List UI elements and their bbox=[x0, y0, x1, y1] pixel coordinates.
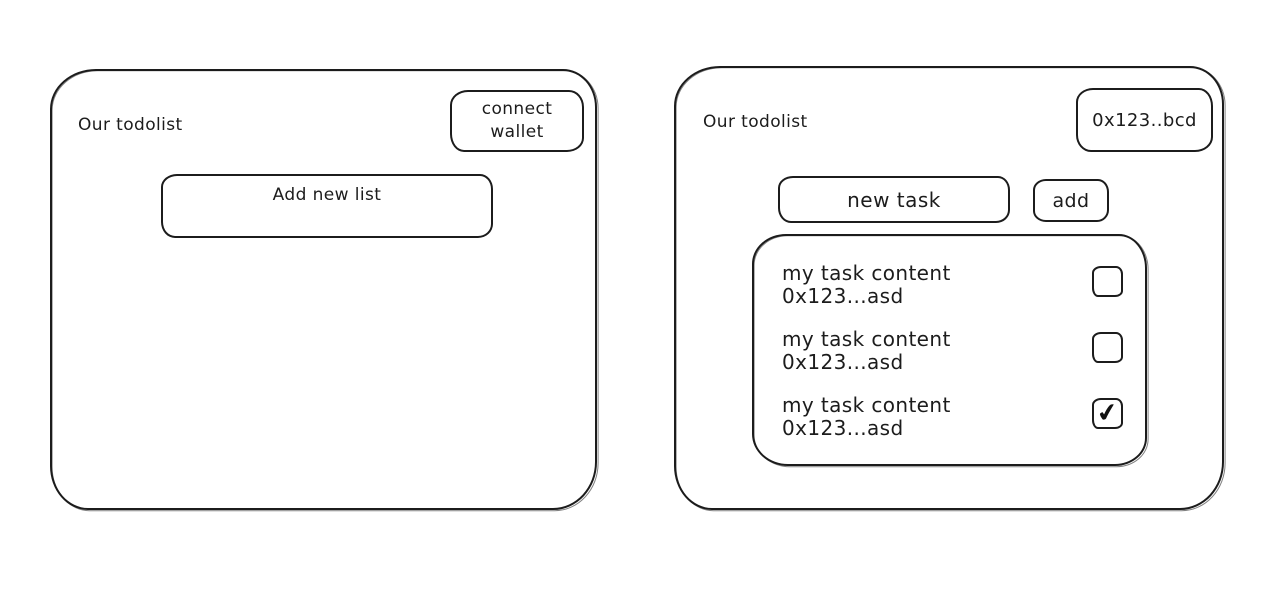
task-list: my task content 0x123...asd my task cont… bbox=[752, 234, 1147, 466]
task-address: 0x123...asd bbox=[782, 283, 904, 308]
check-icon: ✔ bbox=[1094, 396, 1121, 429]
task-content: my task content bbox=[782, 327, 951, 352]
app-title: Our todolist bbox=[78, 115, 183, 135]
task-text: my task content 0x123...asd bbox=[782, 262, 951, 307]
task-checkbox[interactable] bbox=[1092, 266, 1123, 297]
todolist-panel-disconnected: Our todolist connect wallet Add new list bbox=[50, 69, 597, 510]
new-task-input[interactable] bbox=[778, 176, 1010, 223]
task-text: my task content 0x123...asd bbox=[782, 328, 951, 373]
task-text: my task content 0x123...asd bbox=[782, 394, 951, 439]
task-content: my task content bbox=[782, 261, 951, 285]
task-address: 0x123...asd bbox=[782, 349, 904, 374]
task-row: my task content 0x123...asd bbox=[782, 262, 1123, 307]
task-content: my task content bbox=[782, 393, 951, 418]
add-new-list-button[interactable]: Add new list bbox=[161, 174, 493, 238]
task-address: 0x123...asd bbox=[782, 415, 904, 440]
task-checkbox[interactable] bbox=[1092, 332, 1123, 364]
add-task-button[interactable]: add bbox=[1033, 179, 1109, 222]
task-row: my task content 0x123...asd ✔ bbox=[782, 394, 1123, 439]
connect-wallet-button[interactable]: connect wallet bbox=[450, 90, 584, 152]
wallet-address-button[interactable]: 0x123..bcd bbox=[1076, 88, 1213, 152]
task-row: my task content 0x123...asd bbox=[782, 328, 1123, 373]
app-title: Our todolist bbox=[703, 112, 808, 132]
task-checkbox-checked[interactable]: ✔ bbox=[1092, 396, 1123, 430]
todolist-panel-connected: Our todolist 0x123..bcd add my task cont… bbox=[674, 66, 1224, 510]
